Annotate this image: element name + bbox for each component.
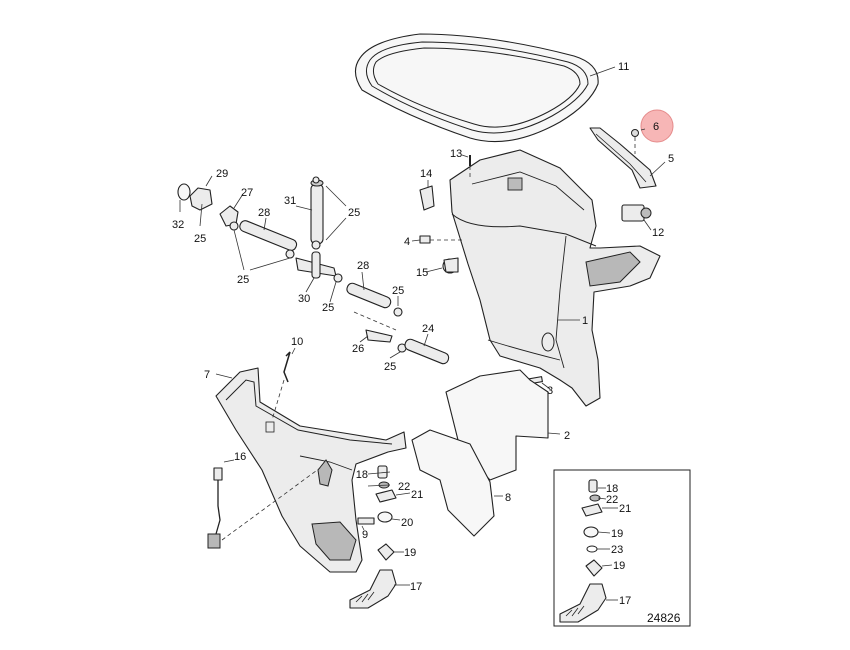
callout-12: 12 bbox=[652, 227, 664, 239]
callout-19: 19 bbox=[404, 547, 416, 559]
callout-2: 2 bbox=[564, 430, 570, 442]
inset-callout-23: 23 bbox=[611, 544, 623, 556]
callout-29: 29 bbox=[216, 168, 228, 180]
callout-9: 9 bbox=[362, 529, 368, 541]
chaps-part-1 bbox=[449, 149, 661, 407]
callout-14: 14 bbox=[420, 168, 432, 180]
callout-8: 8 bbox=[505, 492, 511, 504]
callout-18: 18 bbox=[356, 469, 368, 481]
callout-16: 16 bbox=[234, 451, 246, 463]
inset-callout-19a: 19 bbox=[611, 528, 623, 540]
callout-7: 7 bbox=[204, 369, 210, 381]
callout-labels: 11 6 5 13 14 12 4 15 1 3 2 8 29 27 31 25… bbox=[172, 61, 674, 593]
callout-25a: 25 bbox=[348, 207, 360, 219]
callout-25e: 25 bbox=[392, 285, 404, 297]
bracket-part-5 bbox=[589, 127, 657, 189]
callout-10: 10 bbox=[291, 336, 303, 348]
clip-part-10 bbox=[283, 351, 291, 383]
latch-part-12 bbox=[621, 204, 652, 222]
screw-part-6 bbox=[631, 129, 639, 154]
callout-25c: 25 bbox=[237, 274, 249, 286]
inset-callout-22: 22 bbox=[606, 494, 618, 506]
pin-part-4 bbox=[419, 235, 462, 244]
bushing-part-15 bbox=[442, 257, 459, 274]
inset-labels: 18 22 21 19 23 19 17 bbox=[606, 483, 631, 607]
callout-11: 11 bbox=[618, 61, 629, 73]
callout-25f: 25 bbox=[384, 361, 396, 373]
callout-32: 32 bbox=[172, 219, 184, 231]
lower-cowl-part-7 bbox=[215, 367, 407, 573]
callout-6: 6 bbox=[653, 121, 659, 133]
panel-part-8 bbox=[411, 429, 495, 537]
linkage-assembly bbox=[177, 176, 450, 365]
callout-28b: 28 bbox=[357, 260, 369, 272]
callout-31: 31 bbox=[284, 195, 296, 207]
callout-24: 24 bbox=[422, 323, 434, 335]
inset-detail-box bbox=[553, 469, 691, 627]
callout-15: 15 bbox=[416, 267, 428, 279]
figure-id: 24826 bbox=[647, 611, 681, 625]
callout-25d: 25 bbox=[322, 302, 334, 314]
callout-1: 1 bbox=[582, 315, 588, 327]
callout-22: 22 bbox=[398, 481, 410, 493]
callout-30: 30 bbox=[298, 293, 310, 305]
callout-4: 4 bbox=[404, 236, 410, 248]
callout-25b: 25 bbox=[194, 233, 206, 245]
callout-13: 13 bbox=[450, 148, 462, 160]
inset-callout-21: 21 bbox=[619, 503, 631, 515]
callout-26: 26 bbox=[352, 343, 364, 355]
inset-callout-19b: 19 bbox=[613, 560, 625, 572]
callout-28a: 28 bbox=[258, 207, 270, 219]
callout-27: 27 bbox=[241, 187, 253, 199]
inset-callout-18: 18 bbox=[606, 483, 618, 495]
wire-part-16 bbox=[207, 467, 223, 549]
callout-20: 20 bbox=[401, 517, 413, 529]
callout-5: 5 bbox=[668, 153, 674, 165]
highlight-callout-6 bbox=[640, 109, 674, 143]
lower-hardware bbox=[349, 465, 397, 609]
callout-3: 3 bbox=[547, 385, 553, 397]
seal-part-11 bbox=[354, 33, 599, 143]
clip-part-14 bbox=[419, 185, 435, 211]
callout-17: 17 bbox=[410, 581, 422, 593]
callout-21: 21 bbox=[411, 489, 423, 501]
inset-callout-17: 17 bbox=[619, 595, 631, 607]
